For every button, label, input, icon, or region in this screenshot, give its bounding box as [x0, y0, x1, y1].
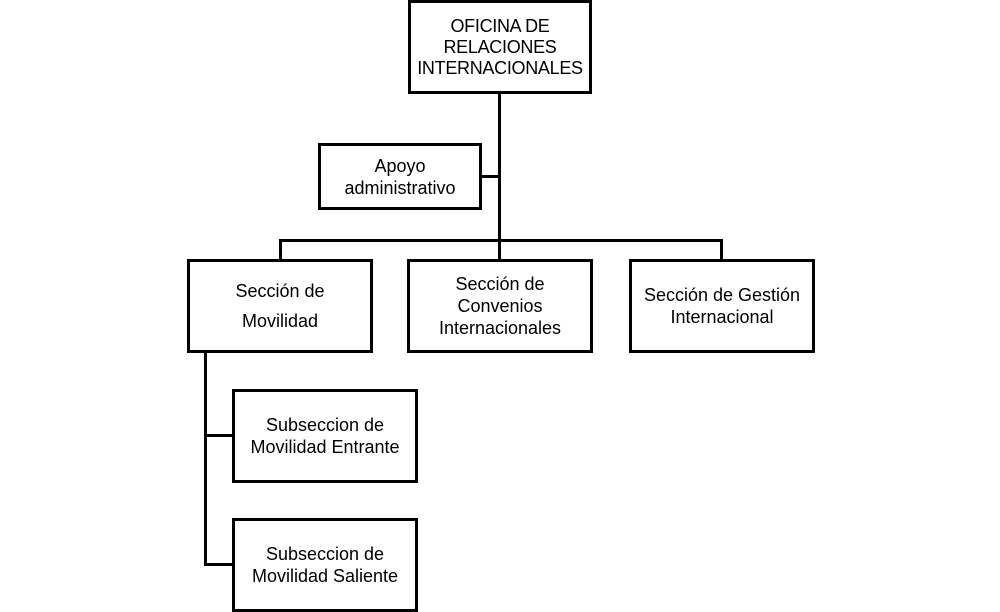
- subsection-saliente-box: Subseccion de Movilidad Saliente: [232, 518, 418, 612]
- subsection-entrante-line-1: Subseccion de: [265, 415, 385, 435]
- root-office-box: OFICINA DE RELACIONES INTERNACIONALES: [408, 0, 592, 94]
- section-convenios-line-1: Sección de: [455, 274, 545, 294]
- support-line-1: Apoyo: [374, 155, 426, 176]
- root-office-line-1: OFICINA DE: [450, 15, 550, 36]
- connector-section-convenios-drop: [498, 239, 501, 261]
- connector-sections-horizontal: [279, 239, 723, 242]
- section-movilidad-box: Sección de Movilidad: [187, 259, 373, 353]
- connector-subsection-entrante: [204, 434, 234, 437]
- connector-section-gestion-drop: [720, 239, 723, 261]
- section-movilidad-line-2: Movilidad: [241, 311, 319, 331]
- subsection-entrante-box: Subseccion de Movilidad Entrante: [232, 389, 418, 483]
- section-gestion-line-1: Sección de Gestión: [643, 285, 801, 305]
- section-convenios-line-2: Convenios: [457, 296, 543, 316]
- section-gestion-line-2: Internacional: [670, 307, 774, 327]
- section-convenios-line-3: Internacionales: [438, 318, 562, 338]
- section-convenios-box: Sección de Convenios Internacionales: [407, 259, 593, 353]
- root-office-line-2: RELACIONES: [443, 36, 557, 57]
- subsection-entrante-line-2: Movilidad Entrante: [250, 437, 400, 457]
- section-movilidad-line-1: Sección de: [235, 281, 325, 301]
- subsection-saliente-line-1: Subseccion de: [265, 544, 385, 564]
- root-office-line-3: INTERNACIONALES: [417, 57, 583, 78]
- section-gestion-box: Sección de Gestión Internacional: [629, 259, 815, 353]
- connector-support-horizontal: [480, 175, 500, 178]
- connector-section-movilidad-drop: [279, 239, 282, 261]
- support-line-2: administrativo: [344, 177, 456, 198]
- connector-subsection-saliente: [204, 563, 234, 566]
- subsection-saliente-line-2: Movilidad Saliente: [251, 566, 399, 586]
- connector-subsections-vertical: [204, 351, 207, 566]
- connector-root-vertical: [498, 92, 501, 242]
- support-box: Apoyo administrativo: [318, 143, 482, 210]
